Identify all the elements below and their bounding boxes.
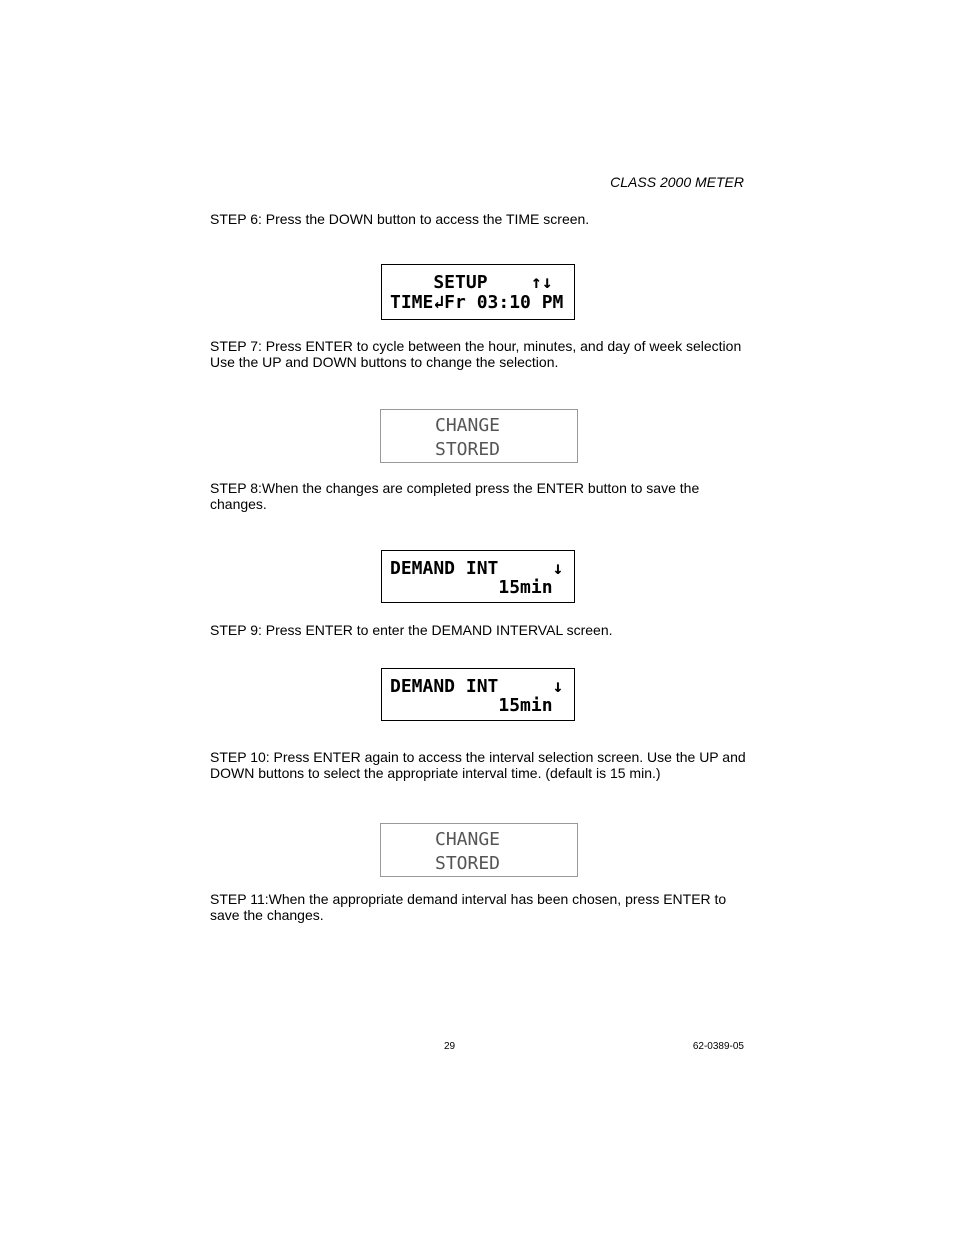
step-7-text: STEP 7: Press ENTER to cycle between the… [210,338,742,370]
lcd-line-2: 15min [390,577,553,598]
step-6-text: STEP 6: Press the DOWN button to access … [210,211,590,227]
page-number: 29 [444,1041,456,1052]
lcd-change-stored-2: CHANGE STORED [380,823,578,877]
step-10-text: STEP 10: Press ENTER again to access the… [210,749,746,781]
lcd-line-1: SETUP ↑↓ [390,272,553,293]
lcd-demand-int-1: DEMAND INT ↓ 15min [381,550,575,603]
document-number: 62-0389-05 [692,1041,744,1052]
lcd-line-1: CHANGE [435,829,501,850]
lcd-demand-int-2: DEMAND INT ↓ 15min [381,668,575,721]
step-9-text: STEP 9: Press ENTER to enter the DEMAND … [210,622,613,638]
lcd-change-stored-1: CHANGE STORED [380,409,578,463]
step-11-text: STEP 11:When the appropriate demand inte… [210,891,727,923]
lcd-line-2: 15min [390,695,553,716]
lcd-line-2: TIME↲Fr 03:10 PM [390,292,564,313]
lcd-line-1: DEMAND INT ↓ [390,558,564,579]
lcd-line-2: STORED [435,439,501,460]
lcd-setup-time: SETUP ↑↓ TIME↲Fr 03:10 PM [381,264,575,320]
lcd-line-2: STORED [435,853,501,874]
step-8-text: STEP 8:When the changes are completed pr… [210,480,700,512]
lcd-line-1: CHANGE [435,415,501,436]
document-header: CLASS 2000 METER [610,174,744,190]
lcd-line-1: DEMAND INT ↓ [390,676,564,697]
